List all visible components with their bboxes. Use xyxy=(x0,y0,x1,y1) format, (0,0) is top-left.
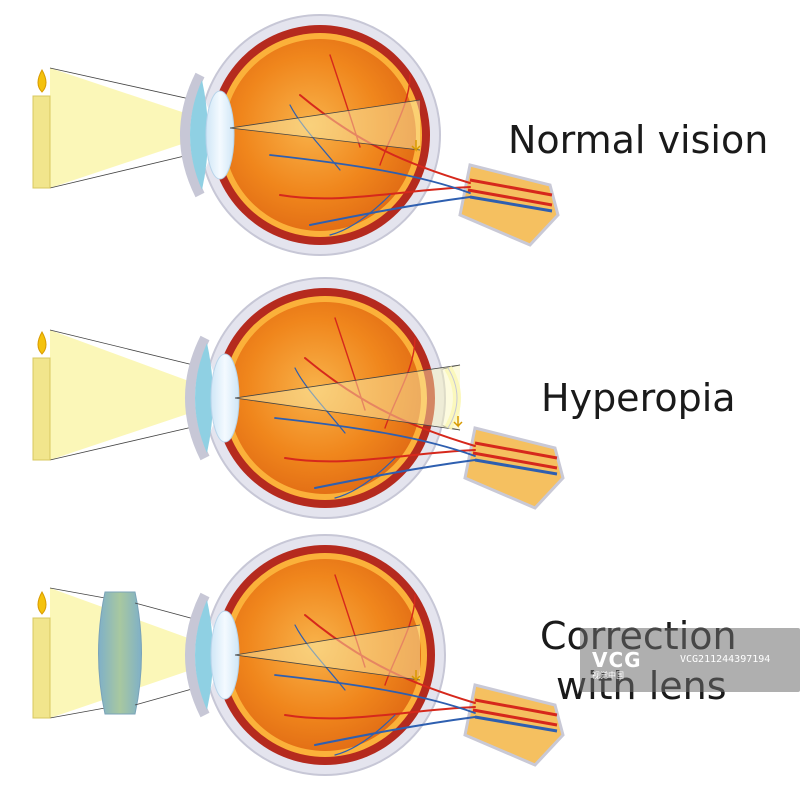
candle-flame-icon xyxy=(37,68,47,93)
hyperopia-panel xyxy=(32,278,563,518)
light-beam xyxy=(50,68,230,188)
candle xyxy=(32,95,51,189)
label-hyperopia: Hyperopia xyxy=(541,376,736,420)
watermark-code: VCG211244397194 xyxy=(680,654,771,665)
light-beam xyxy=(50,588,235,718)
label-normal-vision: Normal vision xyxy=(508,118,769,162)
candle xyxy=(32,357,51,461)
candle xyxy=(32,617,51,719)
normal-vision-panel xyxy=(32,15,558,255)
corrective-lens xyxy=(98,591,142,715)
candle-flame-icon xyxy=(37,330,47,355)
light-beam xyxy=(50,330,235,460)
watermark-sub: 视觉中国 xyxy=(592,671,624,680)
candle-flame-icon xyxy=(37,590,47,615)
watermark-logo: VCG xyxy=(592,648,642,672)
correction-panel xyxy=(32,535,563,775)
watermark: VCG 视觉中国 VCG211244397194 xyxy=(580,628,800,692)
